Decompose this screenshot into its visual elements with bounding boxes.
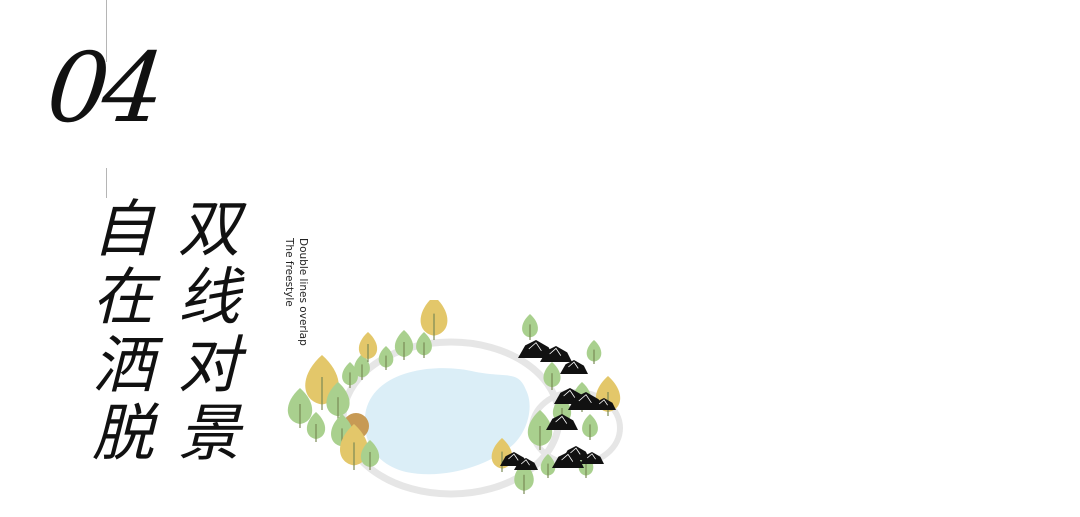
rock-highlight: [561, 453, 574, 462]
rock: [580, 452, 604, 464]
title-column-left: 自在洒脱: [81, 196, 154, 468]
rock-highlight: [520, 459, 530, 466]
trees-group: [287, 300, 621, 494]
rock-highlight: [549, 347, 562, 356]
rock-highlight: [563, 389, 576, 398]
subtitle-line-1: Double lines overlap: [297, 238, 309, 346]
subtitle: Double lines overlap The freestyle: [282, 238, 310, 346]
rock-highlight: [598, 399, 608, 406]
pond-landscape-illustration: [287, 300, 623, 498]
section-number: 04: [42, 32, 165, 144]
rocks-group: [500, 340, 616, 470]
rock-highlight: [578, 394, 592, 404]
divider-line-top: [106, 0, 107, 62]
pond: [364, 368, 530, 475]
rock-highlight: [586, 453, 596, 460]
rock-highlight: [555, 415, 568, 424]
subtitle-line-2: The freestyle: [283, 238, 295, 307]
rock-highlight: [508, 453, 519, 461]
rock: [514, 458, 538, 470]
title-column-right: 双线对景: [167, 196, 240, 468]
rock: [552, 452, 584, 468]
rock: [560, 360, 588, 374]
rock: [546, 414, 578, 430]
divider-line-middle: [106, 168, 107, 198]
rock: [540, 346, 572, 362]
rock-highlight: [570, 447, 581, 455]
rock-highlight: [568, 361, 579, 369]
rock: [592, 398, 616, 410]
rock-highlight: [528, 342, 542, 352]
